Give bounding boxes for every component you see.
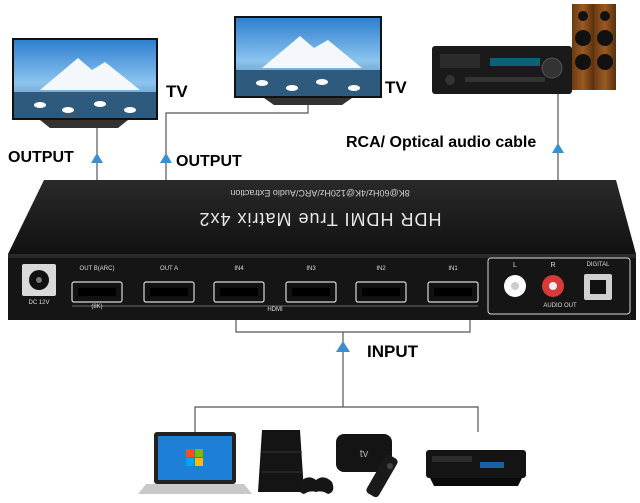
digital-label: DIGITAL: [586, 262, 610, 268]
device-title: HDR HDMI True Matrix 4x2: [198, 209, 442, 229]
audio-l-label: L: [513, 262, 517, 269]
audio-r-label: R: [550, 262, 556, 269]
remote-icon: [366, 454, 398, 498]
speaker-icon: [594, 4, 616, 90]
device-subtitle: 8K@60Hz/4K@120Hz/ARC/Audio Extraction: [230, 188, 410, 198]
game-console-icon: [258, 430, 334, 494]
connection-lines: [96, 93, 559, 432]
audio-out-label: AUDIO OUT: [543, 303, 577, 309]
tv-label-right: TV: [385, 78, 407, 97]
svg-text:tv: tv: [360, 448, 369, 460]
streaming-box-icon: tv: [336, 434, 392, 472]
bluray-player-icon: [426, 450, 526, 486]
input-label: INPUT: [367, 342, 418, 361]
port-label-out-a: OUT A: [160, 266, 178, 272]
port-label-in1: IN1: [448, 266, 458, 272]
output-label-left: OUTPUT: [8, 149, 74, 166]
arrow-up-icon: [160, 153, 172, 163]
arrow-up-icon: [91, 153, 103, 163]
hdmi-label: HDMI: [267, 307, 283, 313]
port-note: (8K): [91, 304, 103, 310]
dc-label: DC 12V: [28, 300, 50, 306]
port-label-in3: IN3: [306, 266, 316, 272]
speaker-icon: [572, 4, 594, 90]
tv-icon: [12, 38, 158, 128]
port-label-out-b: OUT B(ARC): [79, 266, 115, 272]
hdmi-matrix-device: [8, 180, 636, 320]
laptop-icon: [138, 432, 252, 494]
tv-label-left: TV: [166, 82, 188, 101]
arrow-up-icon: [552, 143, 564, 153]
output-label-right: OUTPUT: [176, 153, 242, 170]
av-receiver-icon: [432, 46, 572, 94]
arrow-up-icon: [336, 341, 350, 352]
audio-cable-label: RCA/ Optical audio cable: [346, 134, 537, 151]
port-label-in2: IN2: [376, 266, 386, 272]
tv-icon: [234, 16, 382, 105]
port-label-in4: IN4: [234, 266, 244, 272]
